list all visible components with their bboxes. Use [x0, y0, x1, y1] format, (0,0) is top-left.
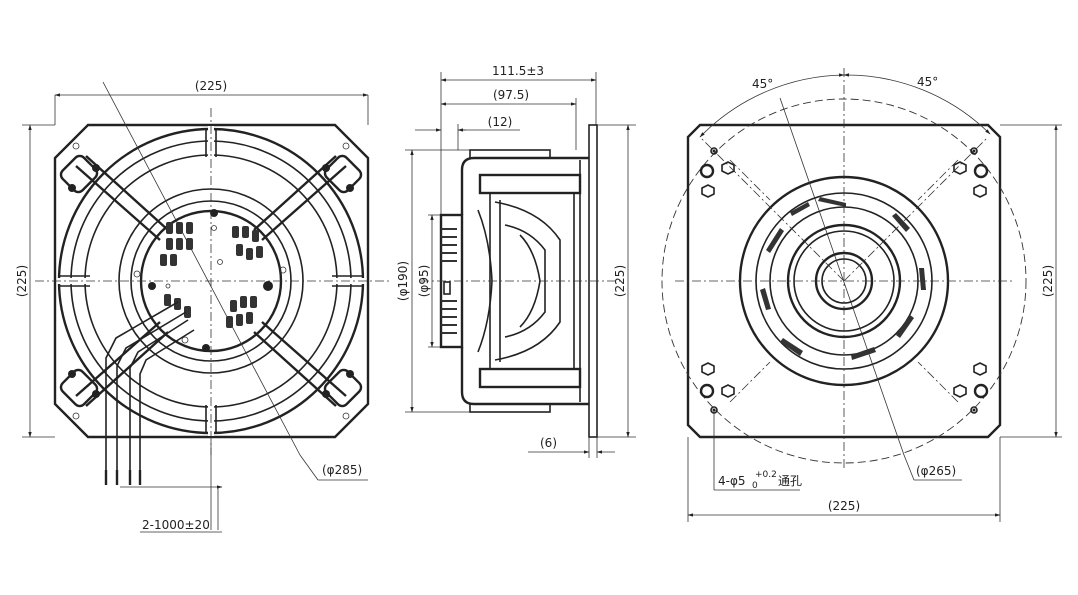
rear-mounting-holes: [699, 147, 989, 414]
fan-diameter-label: (φ285): [322, 463, 362, 477]
rear-view: 45° 45° (225) (225) 4-φ5 +0.2 0 通孔 (φ265…: [661, 68, 1062, 522]
hole-tolerance-lower: 0: [752, 481, 758, 491]
angle-right-label: 45°: [917, 75, 938, 89]
rear-frame: [686, 123, 1002, 439]
front-view: (225) (225): [15, 79, 390, 533]
hub-depth-label: (12): [488, 115, 513, 129]
side-view: 111.5±3 (97.5) (12) (φ190) (φ95) (225) (…: [396, 64, 636, 458]
hole-callout-suffix: 通孔: [778, 474, 802, 488]
front-corner-pads: [59, 142, 363, 420]
front-width-label: (225): [195, 79, 227, 93]
body-depth-label: (97.5): [493, 88, 529, 102]
hole-tolerance-upper: +0.2: [755, 470, 777, 480]
flange-thickness-label: (6): [540, 436, 557, 450]
front-lead-wires: [104, 301, 195, 485]
overall-depth-label: 111.5±3: [492, 64, 544, 78]
front-frame: [53, 123, 370, 439]
front-cooling-fins: [160, 222, 263, 328]
rear-width-label: (225): [828, 499, 860, 513]
front-height-label: (225): [15, 265, 29, 297]
lead-length-label: 2-1000±20: [142, 518, 210, 532]
rear-nuts: [701, 161, 987, 398]
angle-left-label: 45°: [752, 77, 773, 91]
outer-diameter-label: (φ190): [396, 261, 410, 301]
front-hub-screws: [133, 209, 287, 352]
hole-callout-prefix: 4-φ5: [718, 474, 746, 488]
rear-height-label: (225): [1041, 265, 1055, 297]
side-top-blade-edge: [469, 149, 551, 159]
impeller-diameter-label: (φ265): [916, 464, 956, 478]
rear-blades: [760, 197, 926, 360]
